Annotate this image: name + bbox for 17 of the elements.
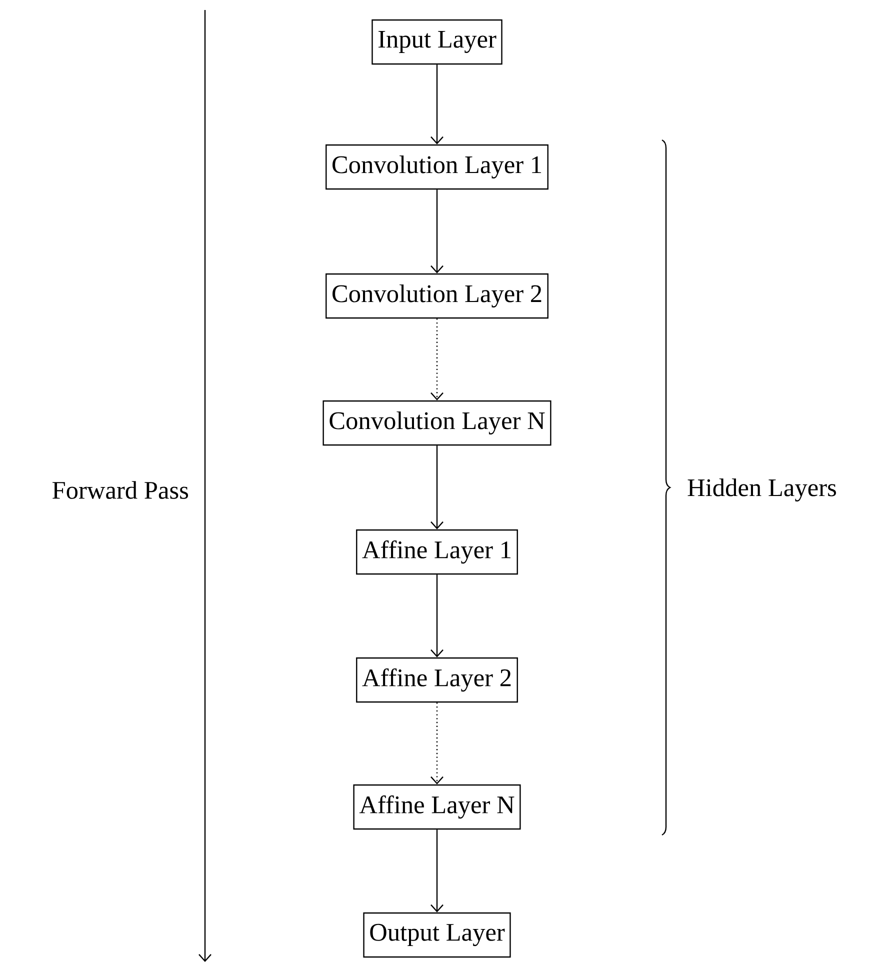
arrow <box>430 830 444 912</box>
arrow <box>430 190 444 274</box>
arrow <box>430 64 444 144</box>
layer-box: Input Layer <box>372 19 502 65</box>
layer-box: Output Layer <box>363 912 511 958</box>
layer-box: Affine Layer 1 <box>356 529 518 575</box>
arrow <box>430 702 444 784</box>
layer-box: Convolution Layer 1 <box>326 144 548 190</box>
arrow <box>430 446 444 530</box>
layer-box: Convolution Layer N <box>322 400 552 446</box>
layer-box: Convolution Layer 2 <box>326 273 548 319</box>
layer-box: Affine Layer 2 <box>356 657 518 703</box>
brace-label: Hidden Layers <box>688 478 836 502</box>
arrow <box>430 574 444 658</box>
axis-label: Forward Pass <box>52 481 188 499</box>
arrow <box>430 318 444 400</box>
layer-box: Affine Layer N <box>353 784 521 830</box>
